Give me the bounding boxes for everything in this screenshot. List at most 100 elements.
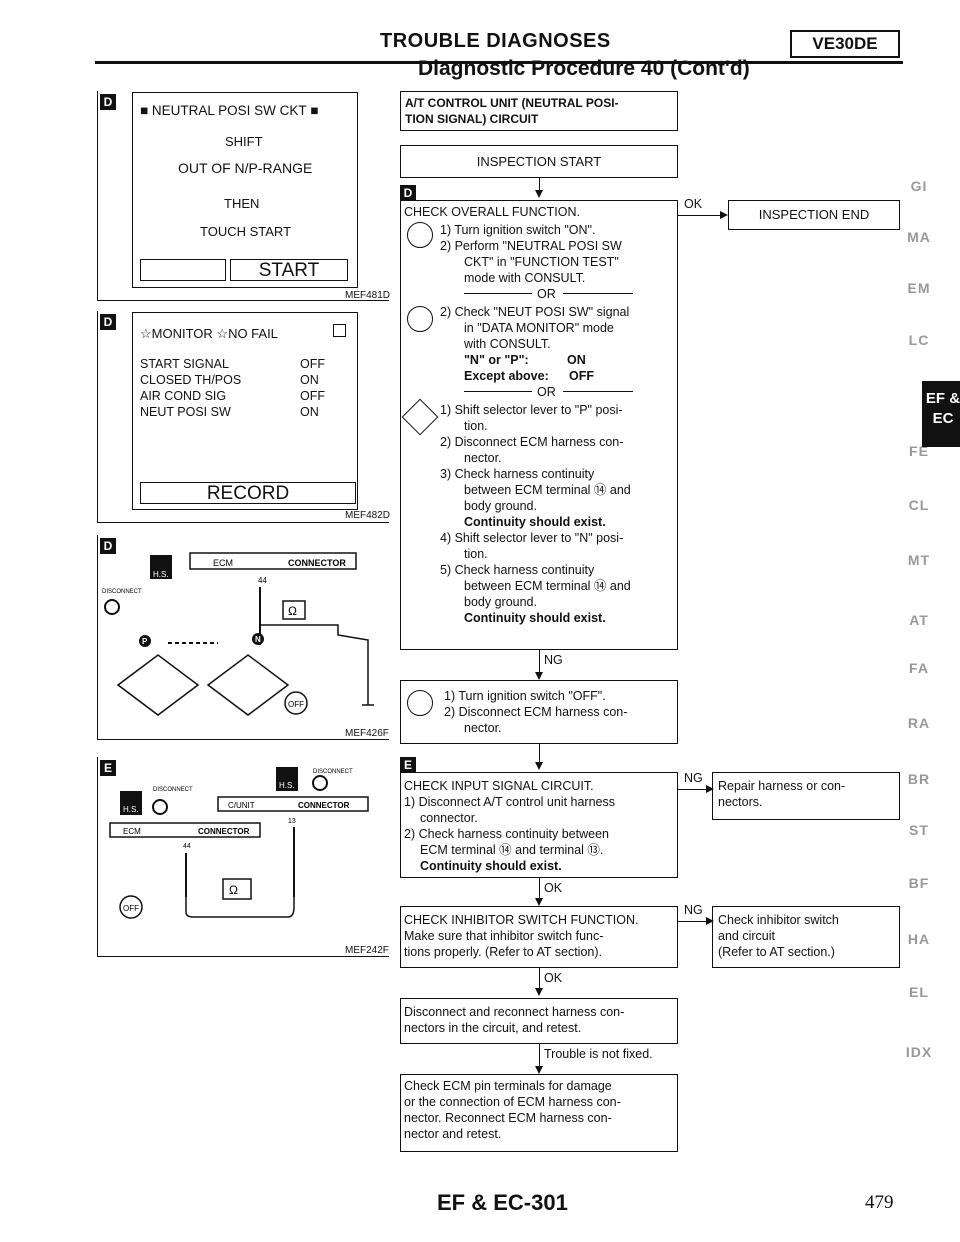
monitor-header: ☆MONITOR ☆NO FAIL — [140, 326, 278, 341]
ok-label: OK — [544, 971, 563, 985]
pin-label: 44 — [183, 843, 191, 850]
flow-arrowhead — [535, 762, 543, 770]
step2-l2: 2) Disconnect ECM harness con- — [444, 705, 628, 719]
connector-label: CONNECTOR — [298, 801, 350, 810]
section-tab-active[interactable]: EF & EC — [922, 381, 960, 447]
flow-arrow — [678, 789, 706, 790]
inhib-l3: (Refer to AT section.) — [718, 945, 835, 959]
off-label: OFF — [123, 904, 139, 913]
flow-arrow — [539, 878, 540, 898]
consult-mark-icon: D — [400, 185, 416, 201]
consult-screen-1 — [132, 92, 358, 288]
section-tab-bf[interactable]: BF — [908, 875, 930, 891]
step5-l1: Check ECM pin terminals for damage — [404, 1079, 612, 1093]
check1-s1: 1) Turn ignition switch "ON". — [440, 223, 596, 237]
ohmmeter-icon — [222, 878, 252, 900]
inhib-l2: and circuit — [718, 929, 775, 943]
or-divider — [464, 293, 532, 294]
section-tab-idx[interactable]: IDX — [905, 1044, 933, 1060]
flow-arrowhead — [535, 898, 543, 906]
check1-s3: CKT" in "FUNCTION TEST" — [464, 255, 619, 269]
check1-t4: nector. — [464, 451, 502, 465]
screen1-line2: OUT OF N/P-RANGE — [178, 160, 313, 176]
consult-tool-icon — [407, 222, 433, 248]
section-tab-lc[interactable]: LC — [908, 332, 930, 348]
section-tab-fe[interactable]: FE — [909, 443, 929, 459]
page-number: 479 — [865, 1192, 894, 1213]
tester-icon — [276, 767, 298, 791]
check2-l4: 2) Check harness continuity between — [404, 827, 609, 841]
reconnect-box — [400, 998, 678, 1044]
ecm-connector-box — [189, 552, 357, 570]
consult-tool-icon — [407, 306, 433, 332]
section-tab-at[interactable]: AT — [909, 612, 929, 628]
step5-l3: nector. Reconnect ECM harness con- — [404, 1111, 612, 1125]
flow-arrowhead — [535, 1066, 543, 1074]
continuity-diagram-1: H.S. ECM CONNECTOR 44 DISCONNECT Ω P N O… — [102, 552, 374, 716]
ng-label: NG — [684, 771, 703, 785]
hs-label: H.S. — [153, 570, 169, 579]
not-fixed-label: Trouble is not fixed. — [544, 1047, 653, 1061]
section-tab-mt[interactable]: MT — [907, 552, 931, 568]
section-tab-br[interactable]: BR — [907, 771, 931, 787]
flow-arrow — [539, 968, 540, 988]
consult-mark-icon: D — [100, 314, 116, 330]
n-position-icon — [252, 633, 264, 645]
section-tab-ra[interactable]: RA — [907, 715, 931, 731]
start-button[interactable]: START — [230, 259, 348, 281]
tester-icon — [120, 791, 142, 815]
screen1-line1: SHIFT — [225, 134, 263, 149]
selector-lever-icon-1 — [116, 654, 200, 716]
tester-mark-icon: E — [100, 760, 116, 776]
ecm-label: ECM — [123, 827, 141, 836]
disconnect-label: DISCONNECT — [153, 787, 193, 793]
cunit-label: C/UNIT — [228, 801, 255, 810]
flow-heading-line1: A/T CONTROL UNIT (NEUTRAL POSI- — [405, 96, 619, 110]
p-label: P — [142, 637, 148, 646]
ng-label: NG — [544, 653, 563, 667]
disconnect-label: DISCONNECT — [313, 769, 353, 775]
check1-s2: 2) Perform "NEUTRAL POSI SW — [440, 239, 622, 253]
figure-code: MEF242F — [345, 945, 389, 956]
flow-arrow — [678, 215, 720, 216]
section-tab-fa[interactable]: FA — [909, 660, 929, 676]
disconnect-label: DISCONNECT — [102, 589, 142, 595]
check2-l5: ECM terminal ⑭ and terminal ⑬. — [420, 843, 604, 857]
section-tab-el[interactable]: EL — [909, 984, 929, 1000]
check1-t2: tion. — [464, 419, 488, 433]
flow-arrow — [539, 650, 540, 672]
page-subtitle: Diagnostic Procedure 40 (Cont'd) — [418, 57, 750, 80]
ok-label: OK — [544, 881, 563, 895]
screen2-frame — [97, 311, 389, 523]
figure-code: MEF426F — [345, 728, 389, 739]
section-tab-cl[interactable]: CL — [908, 497, 930, 513]
continuity-diagram-2: H.S. DISCONNECT H.S. DISCONNECT C/UNIT C… — [109, 767, 369, 919]
section-tab-ma[interactable]: MA — [907, 229, 931, 245]
check1-m3: with CONSULT. — [464, 337, 551, 351]
check1-m4v: ON — [567, 353, 586, 367]
n-label: N — [255, 635, 261, 644]
tester-mark-icon: E — [400, 757, 416, 773]
check2-l6: Continuity should exist. — [420, 859, 562, 873]
ohmmeter-icon — [282, 600, 306, 620]
section-tab-st[interactable]: ST — [909, 822, 929, 838]
check3-l3: tions properly. (Refer to AT section). — [404, 945, 602, 959]
section-tab-em[interactable]: EM — [907, 280, 931, 296]
consult-mark-icon: D — [100, 94, 116, 110]
screen1-blank-field — [140, 259, 226, 281]
active-tab-line2: EC — [932, 410, 954, 427]
page-title: TROUBLE DIAGNOSES — [380, 30, 611, 52]
section-tab-gi[interactable]: GI — [910, 178, 928, 194]
section-tab-ha[interactable]: HA — [907, 931, 931, 947]
pin-label: 44 — [258, 576, 267, 585]
ignition-off-icon — [284, 691, 308, 715]
check1-t7: body ground. — [464, 499, 537, 513]
disconnect-icon — [104, 599, 120, 615]
pin-label: 13 — [288, 818, 296, 825]
screen1-title: ■ NEUTRAL POSI SW CKT ■ — [140, 103, 319, 118]
flow-arrow — [539, 178, 540, 190]
flow-arrowhead — [535, 988, 543, 996]
repair-l1: Repair harness or con- — [718, 779, 846, 793]
turn-off-box — [400, 680, 678, 744]
record-button[interactable]: RECORD — [140, 482, 356, 504]
